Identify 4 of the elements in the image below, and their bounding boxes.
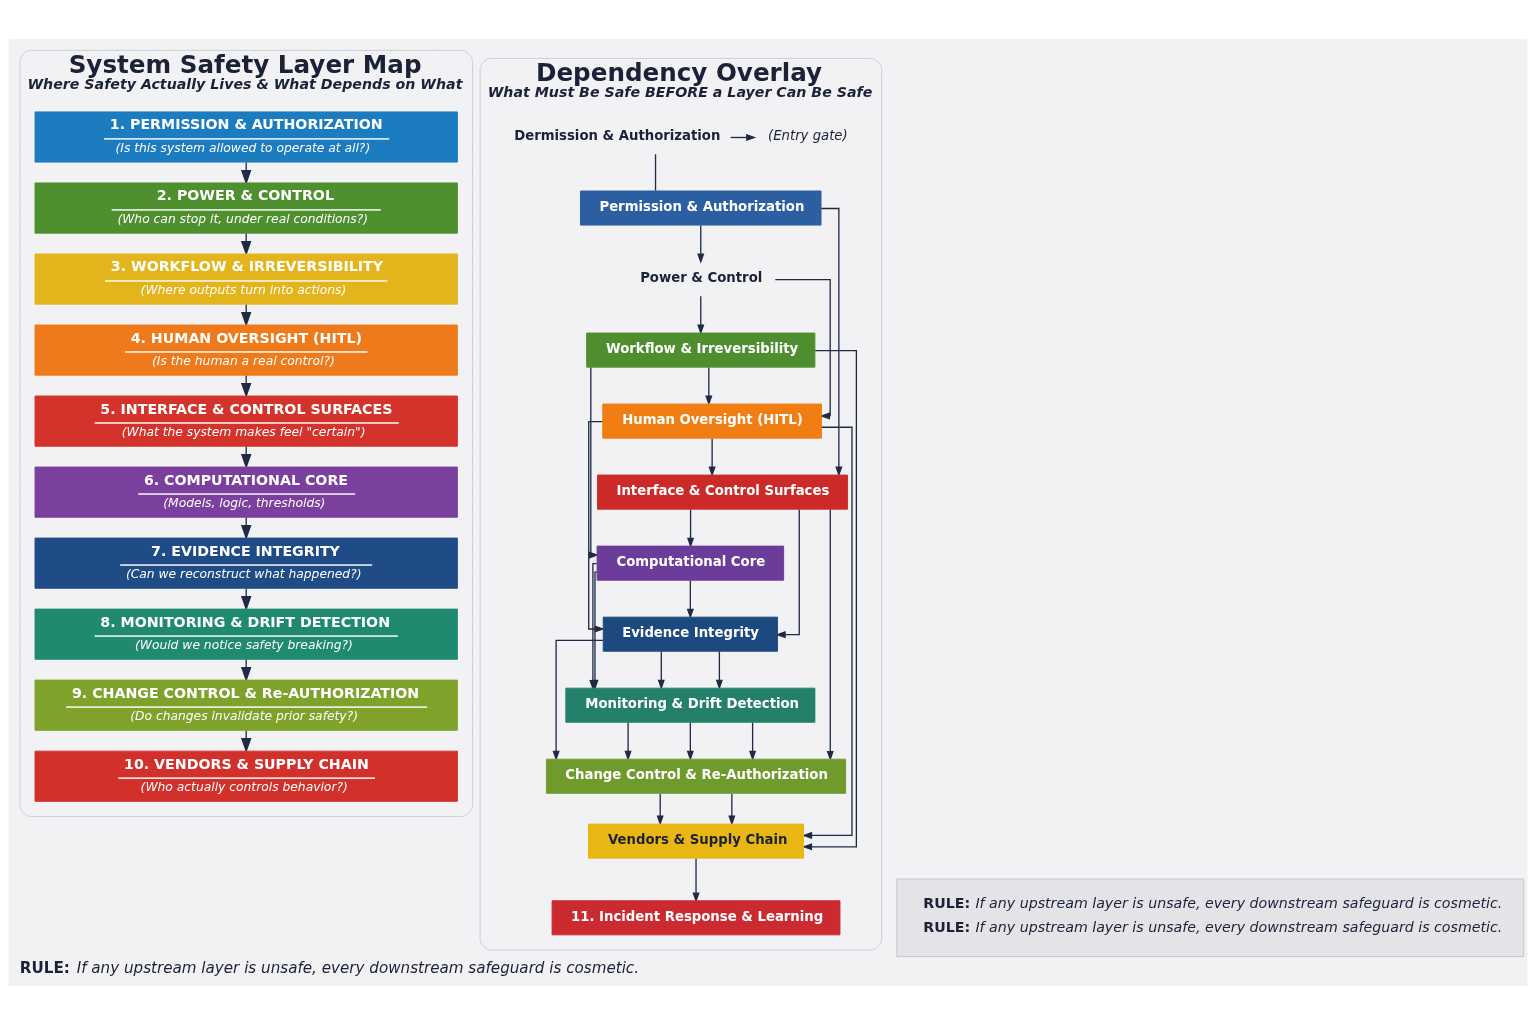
node-text: Dermission & Authorization [514,127,721,143]
caption: RULE: If any upstream layer is unsafe, every downstream safeguard is cosmetic. [19,958,640,977]
node-text: Power & Control [640,269,763,285]
node-text: (Entry gate) [768,127,848,143]
